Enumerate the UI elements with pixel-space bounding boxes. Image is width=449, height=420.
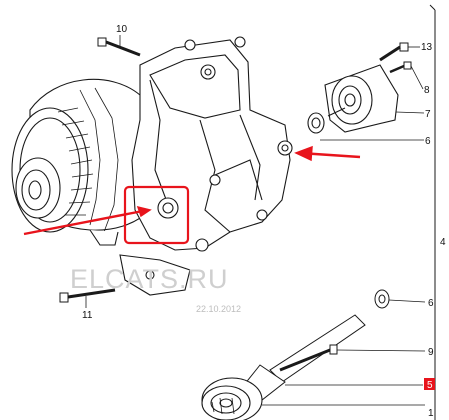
bracket [119,36,293,296]
frame-lines [429,4,436,420]
callout-13: 13 [421,42,433,53]
callout-10: 10 [116,24,128,35]
callout-11: 11 [82,310,93,321]
side-marker: 4 [440,237,446,248]
bolt-11 [59,288,116,308]
callout-7: 7 [425,109,431,120]
red-annotations [23,145,361,245]
leader-lines [262,46,426,406]
callout-8: 8 [424,85,430,96]
washer-6 [374,289,390,309]
callout-9: 9 [428,347,434,358]
watermark-text: ELCATS.RU [70,264,229,294]
bolt-10 [97,35,141,57]
arrow-left-head [136,205,152,218]
date-stamp: 22.10.2012 [196,304,241,314]
callout-1: 1 [428,408,434,419]
idler-pulley [201,377,263,420]
tensioner-arm [239,314,366,401]
callout-5: 5 [427,380,433,391]
alternator [11,78,151,246]
callout-5-highlight [424,378,435,390]
arrow-right-head [294,145,313,162]
callout-6-lower: 6 [428,298,434,309]
bolts-13-8 [379,42,412,74]
tensioner-pulley [307,64,399,134]
arrow-left-shaft [23,208,149,236]
callout-6-upper: 6 [425,136,431,147]
